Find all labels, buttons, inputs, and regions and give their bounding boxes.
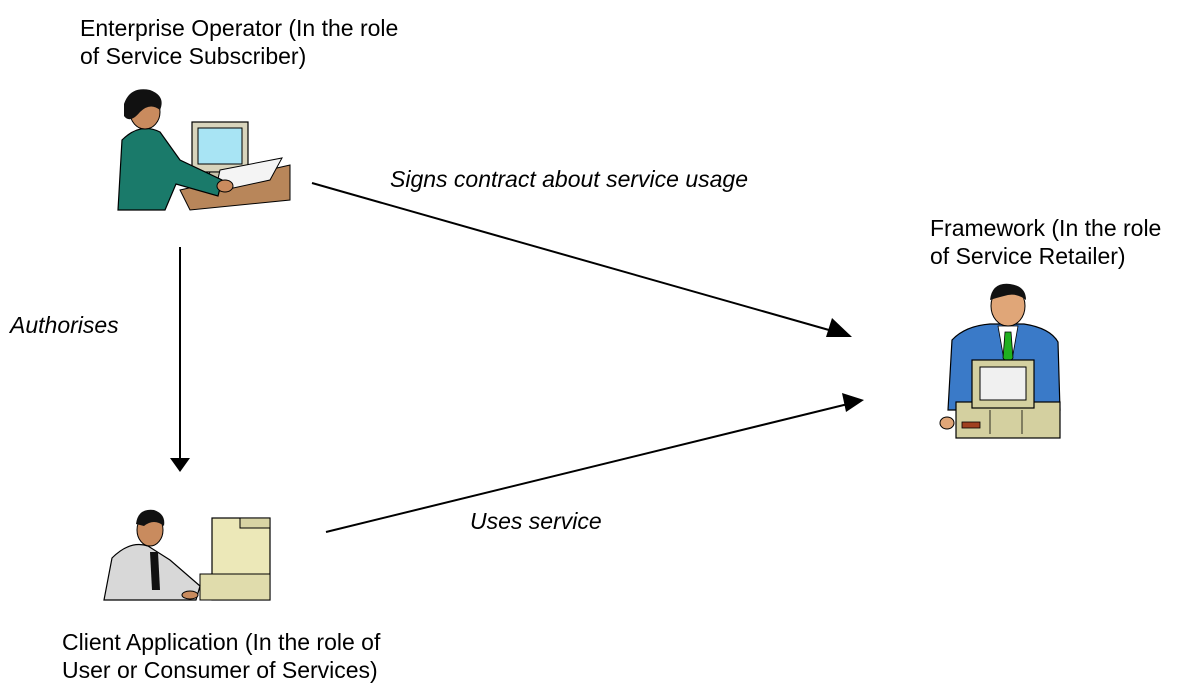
authorises-arrowhead — [170, 458, 190, 472]
client-application-label-line1: Client Application (In the role of — [62, 629, 381, 655]
framework-clipart — [939, 283, 1061, 439]
signs-contract-edge-label: Signs contract about service usage — [390, 166, 748, 192]
enterprise-operator-label-line2: of Service Subscriber) — [80, 43, 307, 69]
client-application-clipart — [103, 509, 271, 601]
uses-service-edge-label: Uses service — [470, 508, 602, 534]
client-application-label: Client Application (In the role of User … — [62, 628, 380, 684]
enterprise-operator-clipart — [117, 89, 291, 211]
enterprise-operator-label: Enterprise Operator (In the role of Serv… — [80, 14, 398, 70]
uses-service-arrow — [325, 402, 853, 533]
framework-label-line2: of Service Retailer) — [930, 243, 1126, 269]
framework-label-line1: Framework (In the role — [930, 215, 1162, 241]
authorises-edge-label: Authorises — [10, 312, 119, 338]
uses-service-arrowhead — [842, 393, 864, 412]
enterprise-operator-label-line1: Enterprise Operator (In the role — [80, 15, 399, 41]
framework-label: Framework (In the role of Service Retail… — [930, 214, 1161, 270]
client-application-label-line2: User or Consumer of Services) — [62, 657, 378, 683]
signs-contract-arrow — [311, 182, 851, 337]
signs-contract-arrowhead — [826, 318, 852, 337]
